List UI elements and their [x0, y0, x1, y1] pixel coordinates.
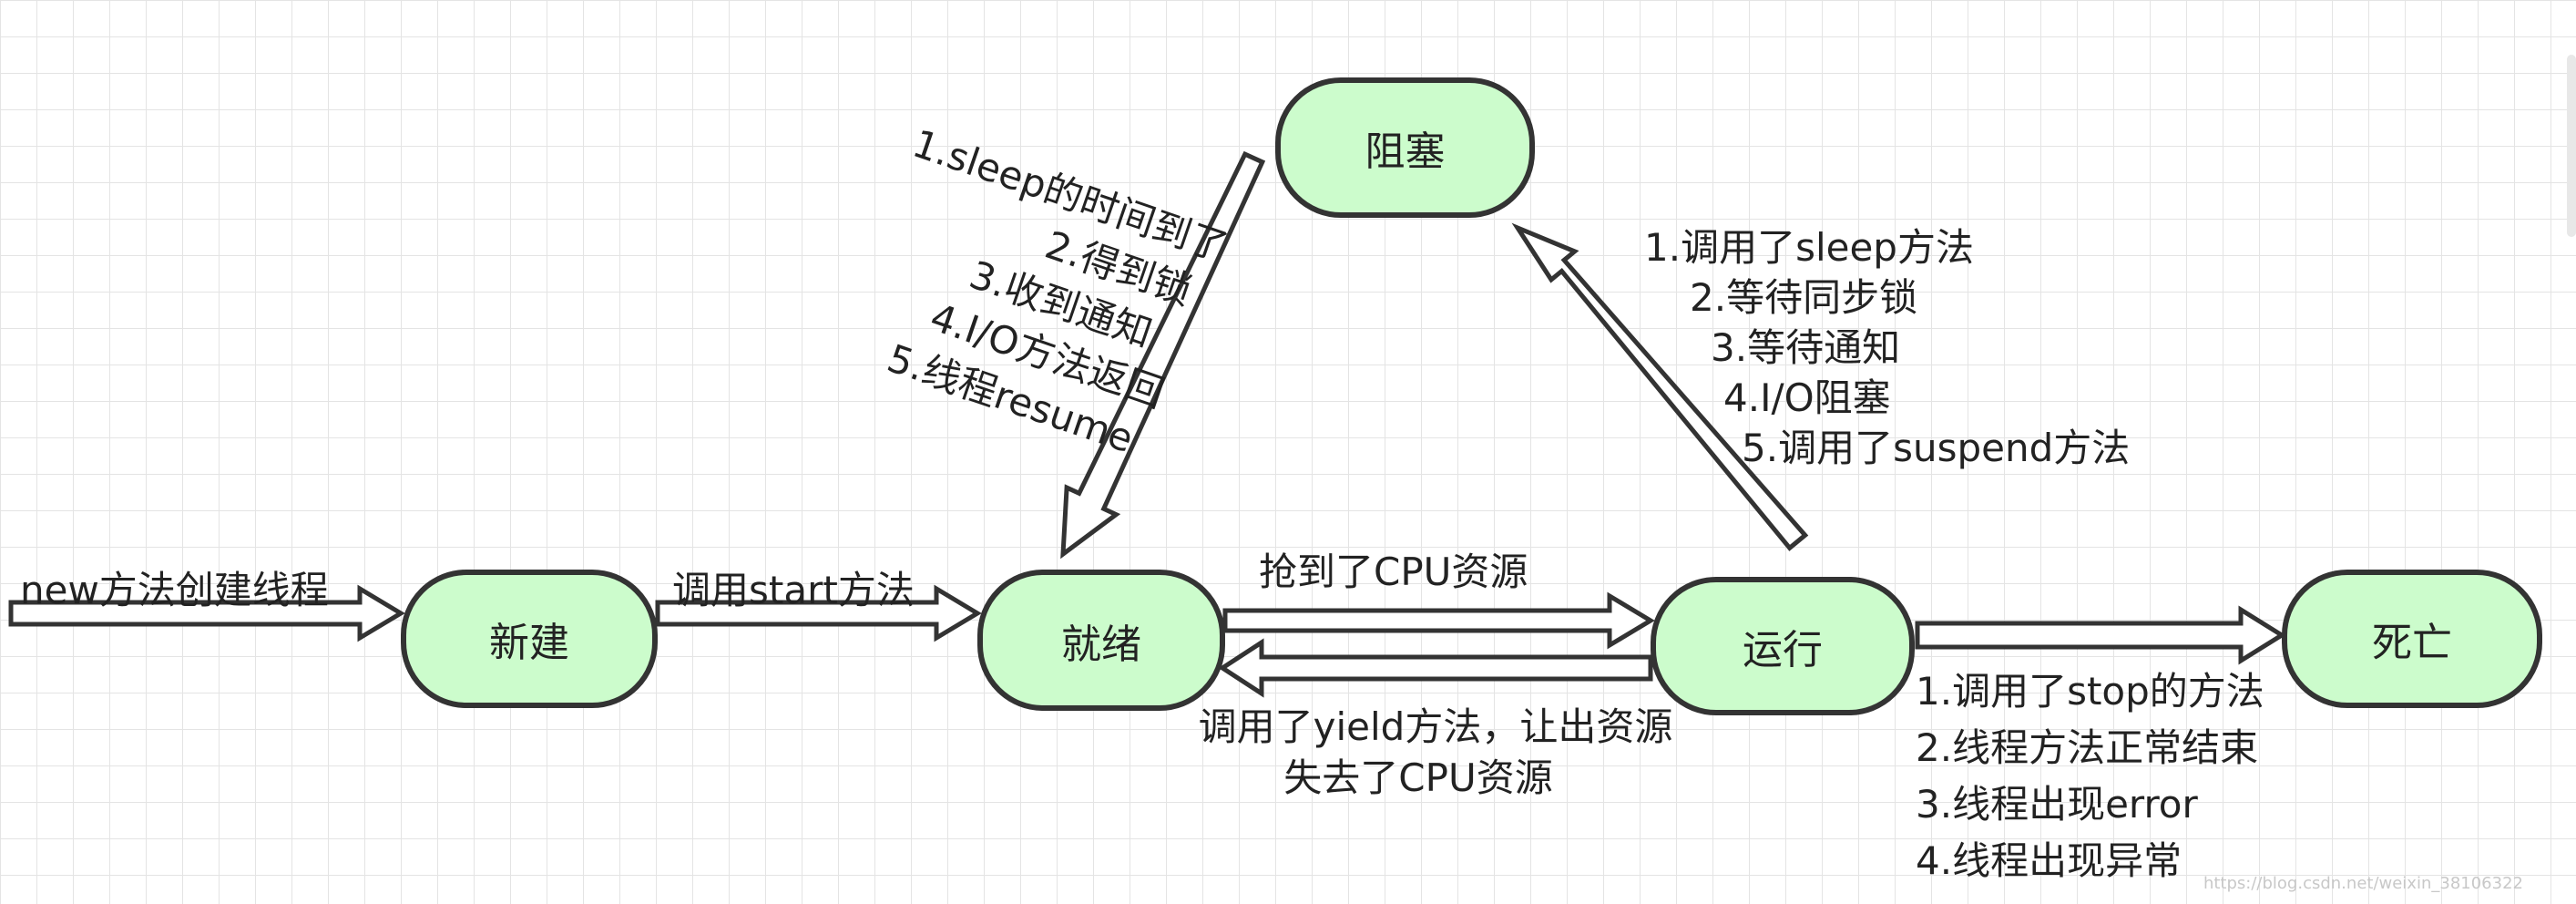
label-terminate-line: 3.线程出现error	[1916, 782, 2198, 827]
label-yield-line: 调用了yield方法，让出资源	[1198, 704, 1673, 749]
label-terminate: 1.调用了stop的方法 2.线程方法正常结束 3.线程出现error 4.线程…	[1916, 663, 2264, 889]
label-to-blocked-line: 5.调用了suspend方法	[1742, 426, 2131, 470]
node-new: 新建	[401, 570, 658, 708]
watermark: https://blog.csdn.net/weixin_38106322	[2203, 874, 2523, 893]
label-yield-line: 失去了CPU资源	[1283, 755, 1553, 800]
node-running: 运行	[1651, 577, 1915, 715]
label-terminate-line: 4.线程出现异常	[1916, 838, 2182, 883]
label-start: 调用start方法	[672, 568, 915, 612]
label-to-blocked-line: 2.等待同步锁	[1690, 275, 1918, 320]
arrow-start	[655, 584, 982, 642]
arrow-create	[8, 584, 405, 642]
label-yield: 调用了yield方法，让出资源 失去了CPU资源	[1184, 702, 1687, 804]
label-acquire-cpu: 抢到了CPU资源	[1259, 550, 1528, 594]
arrow-to-blocked	[1511, 222, 1809, 551]
arrow-yield	[1218, 638, 1653, 698]
node-dead: 死亡	[2282, 570, 2542, 708]
node-blocked: 阻塞	[1275, 77, 1535, 218]
scrollbar[interactable]	[2567, 55, 2576, 237]
arrow-terminate	[1915, 605, 2286, 665]
label-to-blocked-line: 4.I/O阻塞	[1723, 375, 1891, 420]
label-to-blocked: 1.调用了sleep方法 2.等待同步锁 3.等待通知 4.I/O阻塞 5.调用…	[1644, 222, 2130, 473]
label-terminate-line: 1.调用了stop的方法	[1916, 669, 2264, 714]
node-ready: 就绪	[977, 570, 1225, 711]
label-to-blocked-line: 3.等待通知	[1711, 325, 1901, 370]
arrow-acquire-cpu	[1222, 591, 1655, 650]
label-create: new方法创建线程	[20, 568, 329, 612]
label-terminate-line: 2.线程方法正常结束	[1916, 725, 2259, 770]
label-to-blocked-line: 1.调用了sleep方法	[1644, 225, 1974, 270]
arrow-unblock	[1060, 150, 1266, 560]
